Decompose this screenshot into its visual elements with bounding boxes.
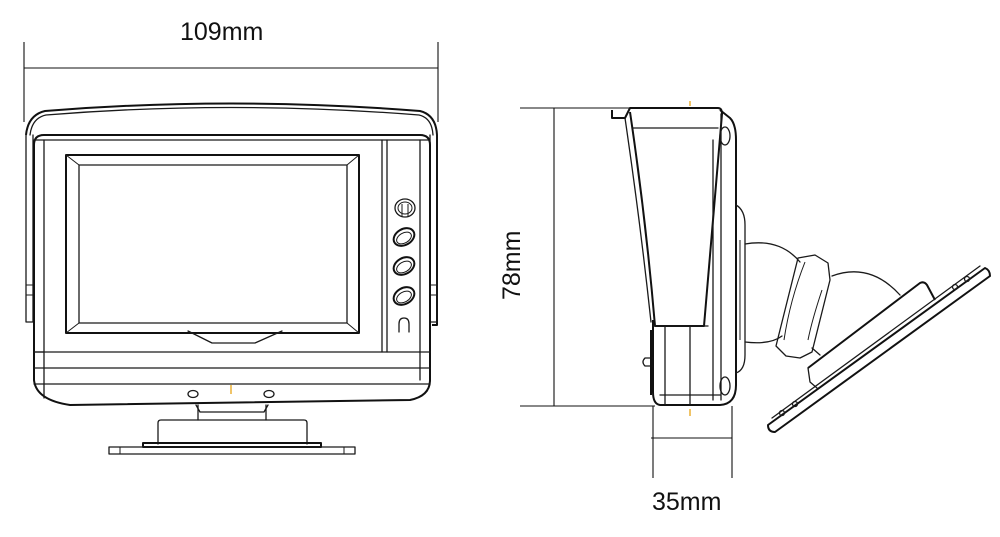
ir-sensor-icon <box>398 317 410 333</box>
monitor-body <box>652 109 737 406</box>
stand <box>108 404 356 455</box>
front-view <box>23 42 439 455</box>
power-knob <box>394 198 416 218</box>
bezel <box>33 134 431 406</box>
height-label: 78mm <box>498 230 526 300</box>
housing-outline <box>25 102 438 326</box>
button-2 <box>392 256 416 276</box>
width-dimension <box>23 42 439 122</box>
screen <box>65 154 360 334</box>
button-3 <box>392 286 416 306</box>
adhesive-plate <box>767 267 991 433</box>
height-dimension <box>520 107 660 407</box>
side-view <box>520 101 746 478</box>
width-label: 109mm <box>180 18 264 46</box>
depth-label: 35mm <box>652 488 722 516</box>
locking-nut <box>775 254 831 359</box>
suction-mount <box>744 242 991 433</box>
depth-dimension <box>651 406 733 478</box>
button-1 <box>392 227 416 247</box>
